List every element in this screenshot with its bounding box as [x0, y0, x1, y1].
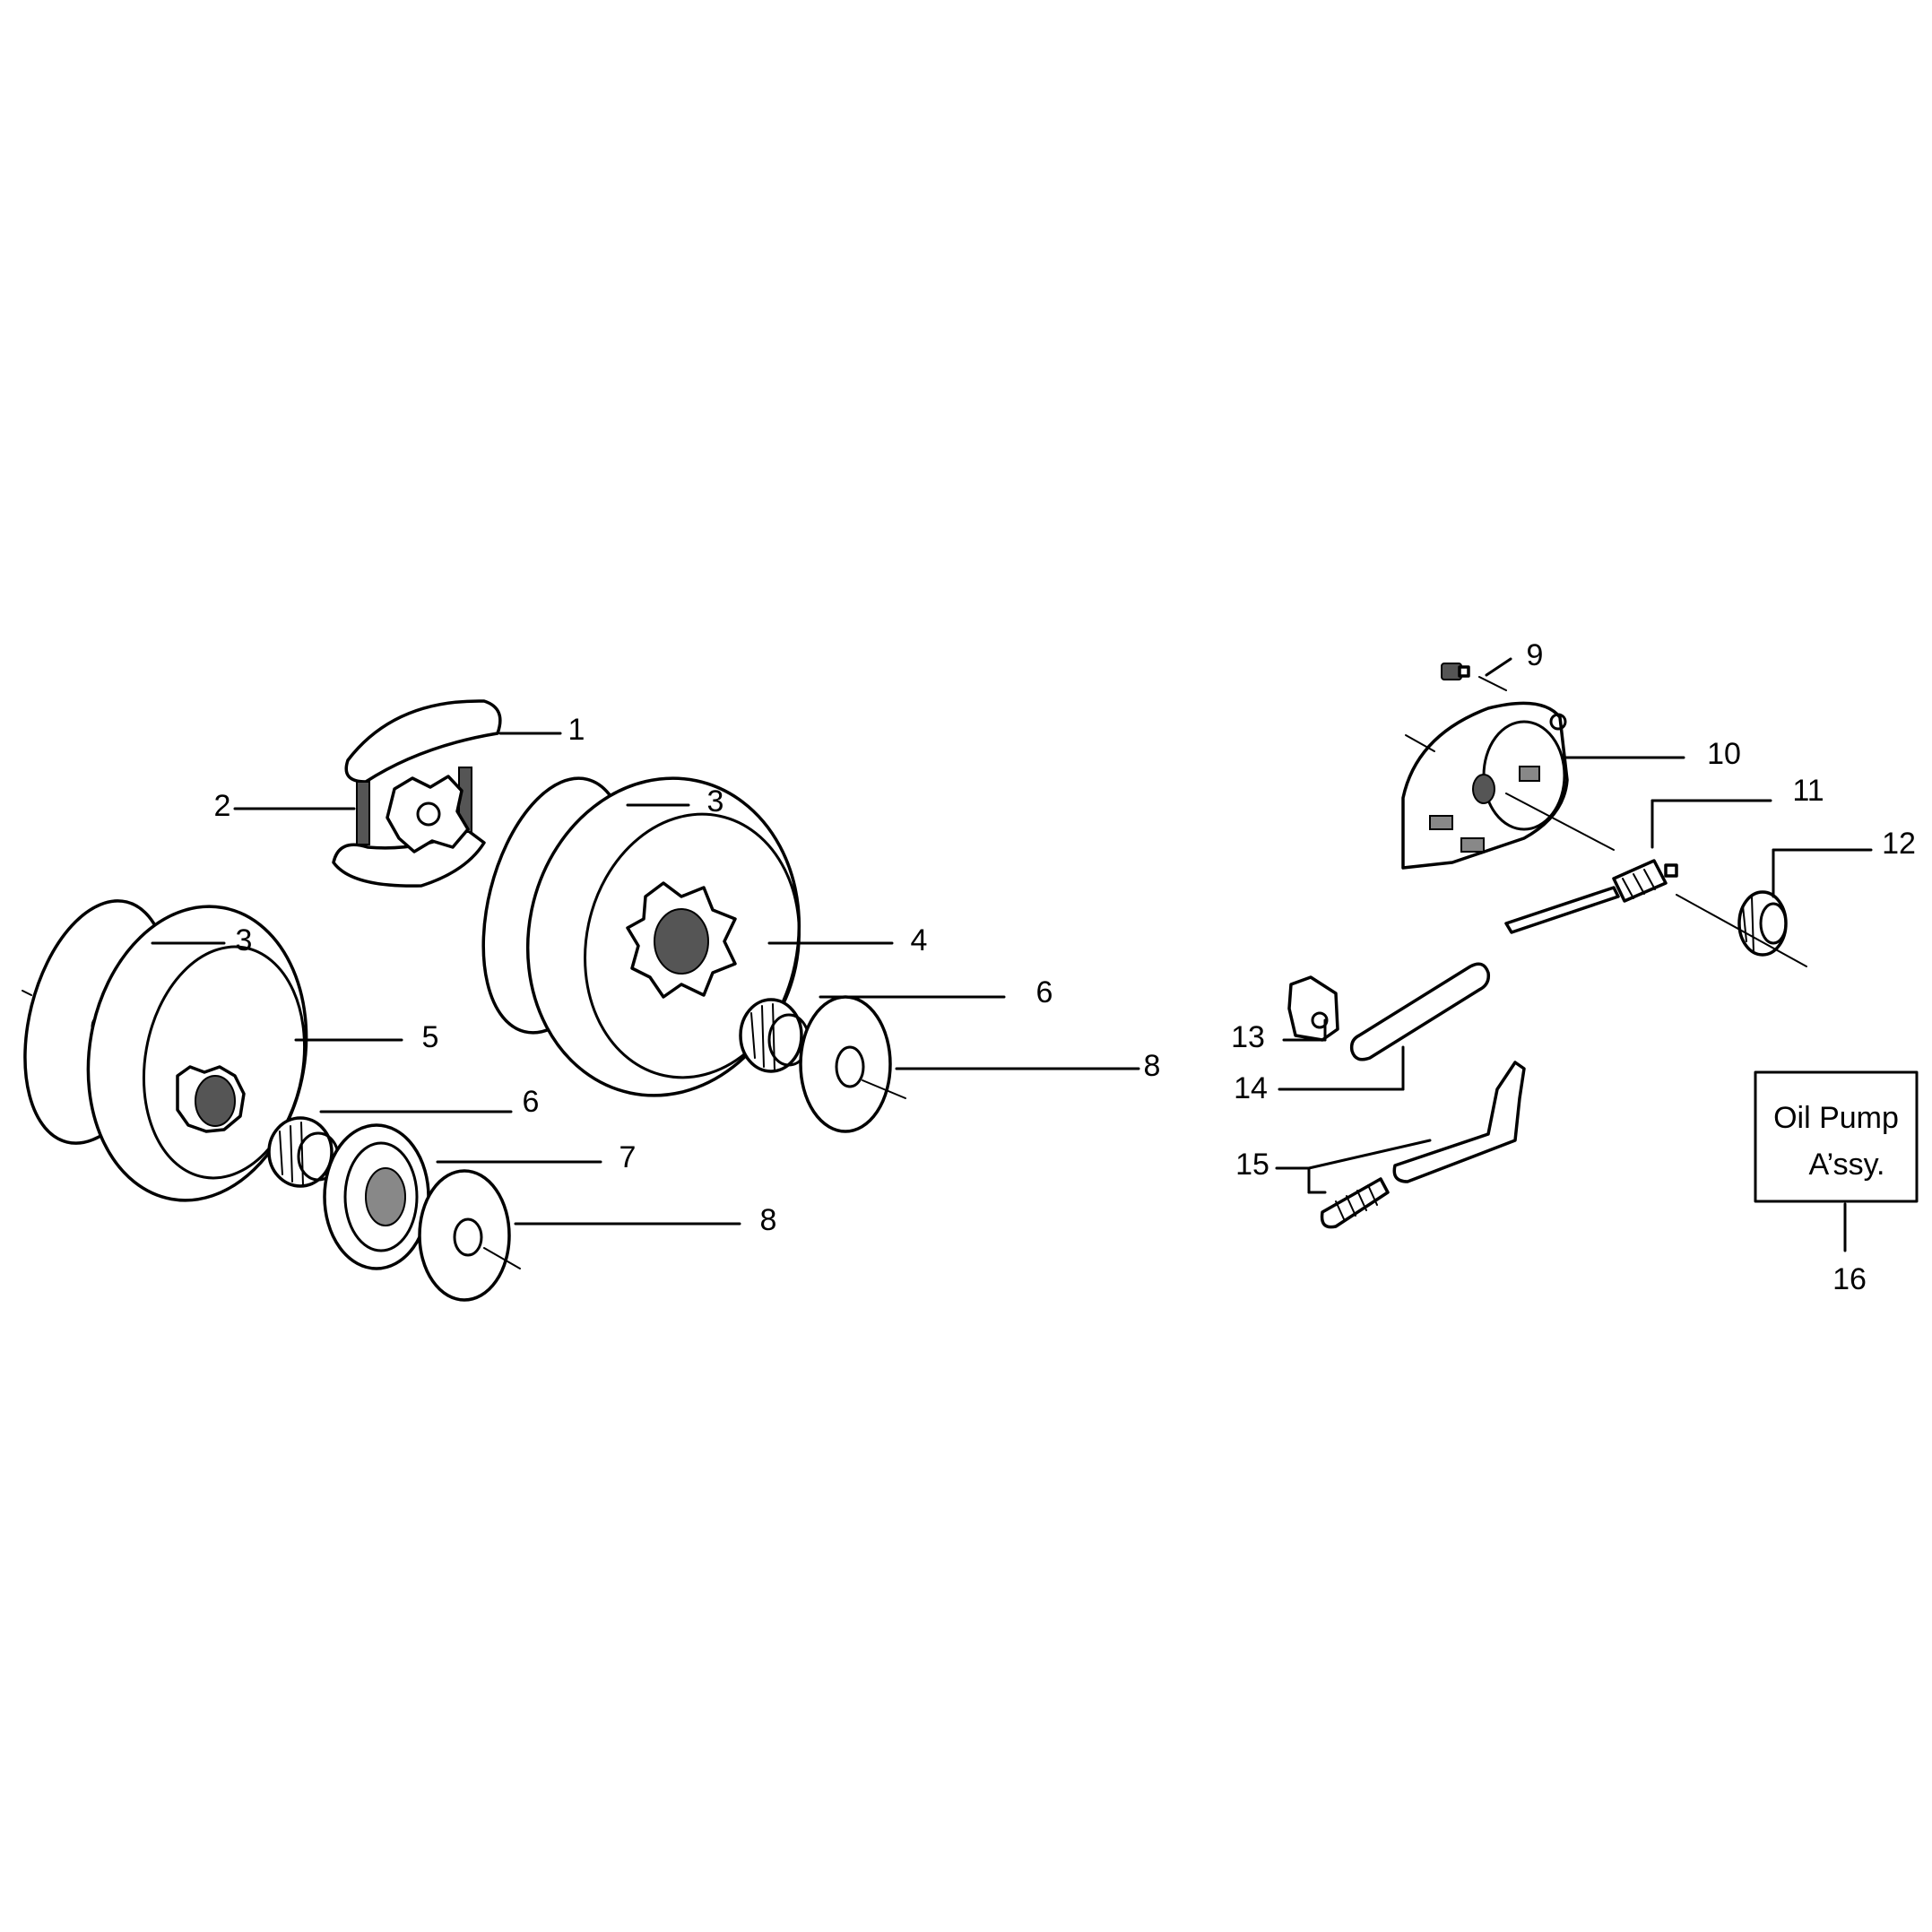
callout-12: 12: [1882, 827, 1916, 861]
callout-8-upper: 8: [1144, 1049, 1161, 1083]
callout-14: 14: [1234, 1071, 1268, 1105]
oil-pump-assy-line2: A’ssy.: [1808, 1148, 1884, 1182]
part-8-washer-upper: [799, 995, 892, 1133]
callout-2: 2: [214, 789, 231, 823]
callout-6-lower: 6: [523, 1085, 540, 1119]
part-10-pump-housing: [1401, 701, 1569, 870]
oil-pump-assy-line1: Oil Pump: [1773, 1101, 1899, 1135]
callout-16: 16: [1832, 1262, 1867, 1296]
callout-3-lower: 3: [236, 923, 253, 957]
part-15-oil-hose-strainer: [1320, 1061, 1526, 1229]
callout-8-lower: 8: [760, 1203, 777, 1237]
callout-7: 7: [619, 1140, 637, 1174]
callout-1: 1: [568, 713, 585, 747]
leader-lines: [22, 657, 1873, 1269]
part-9-screw: [1441, 663, 1470, 680]
callout-4: 4: [911, 923, 928, 957]
callout-11: 11: [1792, 774, 1824, 808]
callout-15: 15: [1235, 1148, 1269, 1182]
part-1-clutch-shoes: [332, 699, 502, 888]
part-7-rim-sprocket: [323, 1123, 430, 1270]
callout-9: 9: [1527, 638, 1544, 672]
oil-pump-assy-box: [1754, 1070, 1919, 1203]
part-12-worm-gear: [1737, 890, 1788, 957]
part-14-pin: [1349, 962, 1491, 1061]
part-5-rim-drum: [86, 905, 308, 1202]
callout-3-upper: 3: [707, 784, 724, 819]
part-4-clutch-drum: [525, 776, 801, 1097]
callout-5: 5: [422, 1020, 439, 1054]
callout-10: 10: [1707, 737, 1741, 771]
callout-13: 13: [1231, 1020, 1265, 1054]
part-6-bearing-upper: [739, 998, 810, 1073]
callout-6-upper: 6: [1036, 975, 1053, 1009]
part-11-pump-shaft: [1504, 859, 1678, 934]
callout-labels: 1 2 3 3 4 5 6 6 7 8 8 9 10 11 12 13 14 1…: [214, 638, 1916, 1296]
part-13-clip: [1287, 975, 1339, 1042]
part-8-washer-lower: [418, 1169, 511, 1302]
